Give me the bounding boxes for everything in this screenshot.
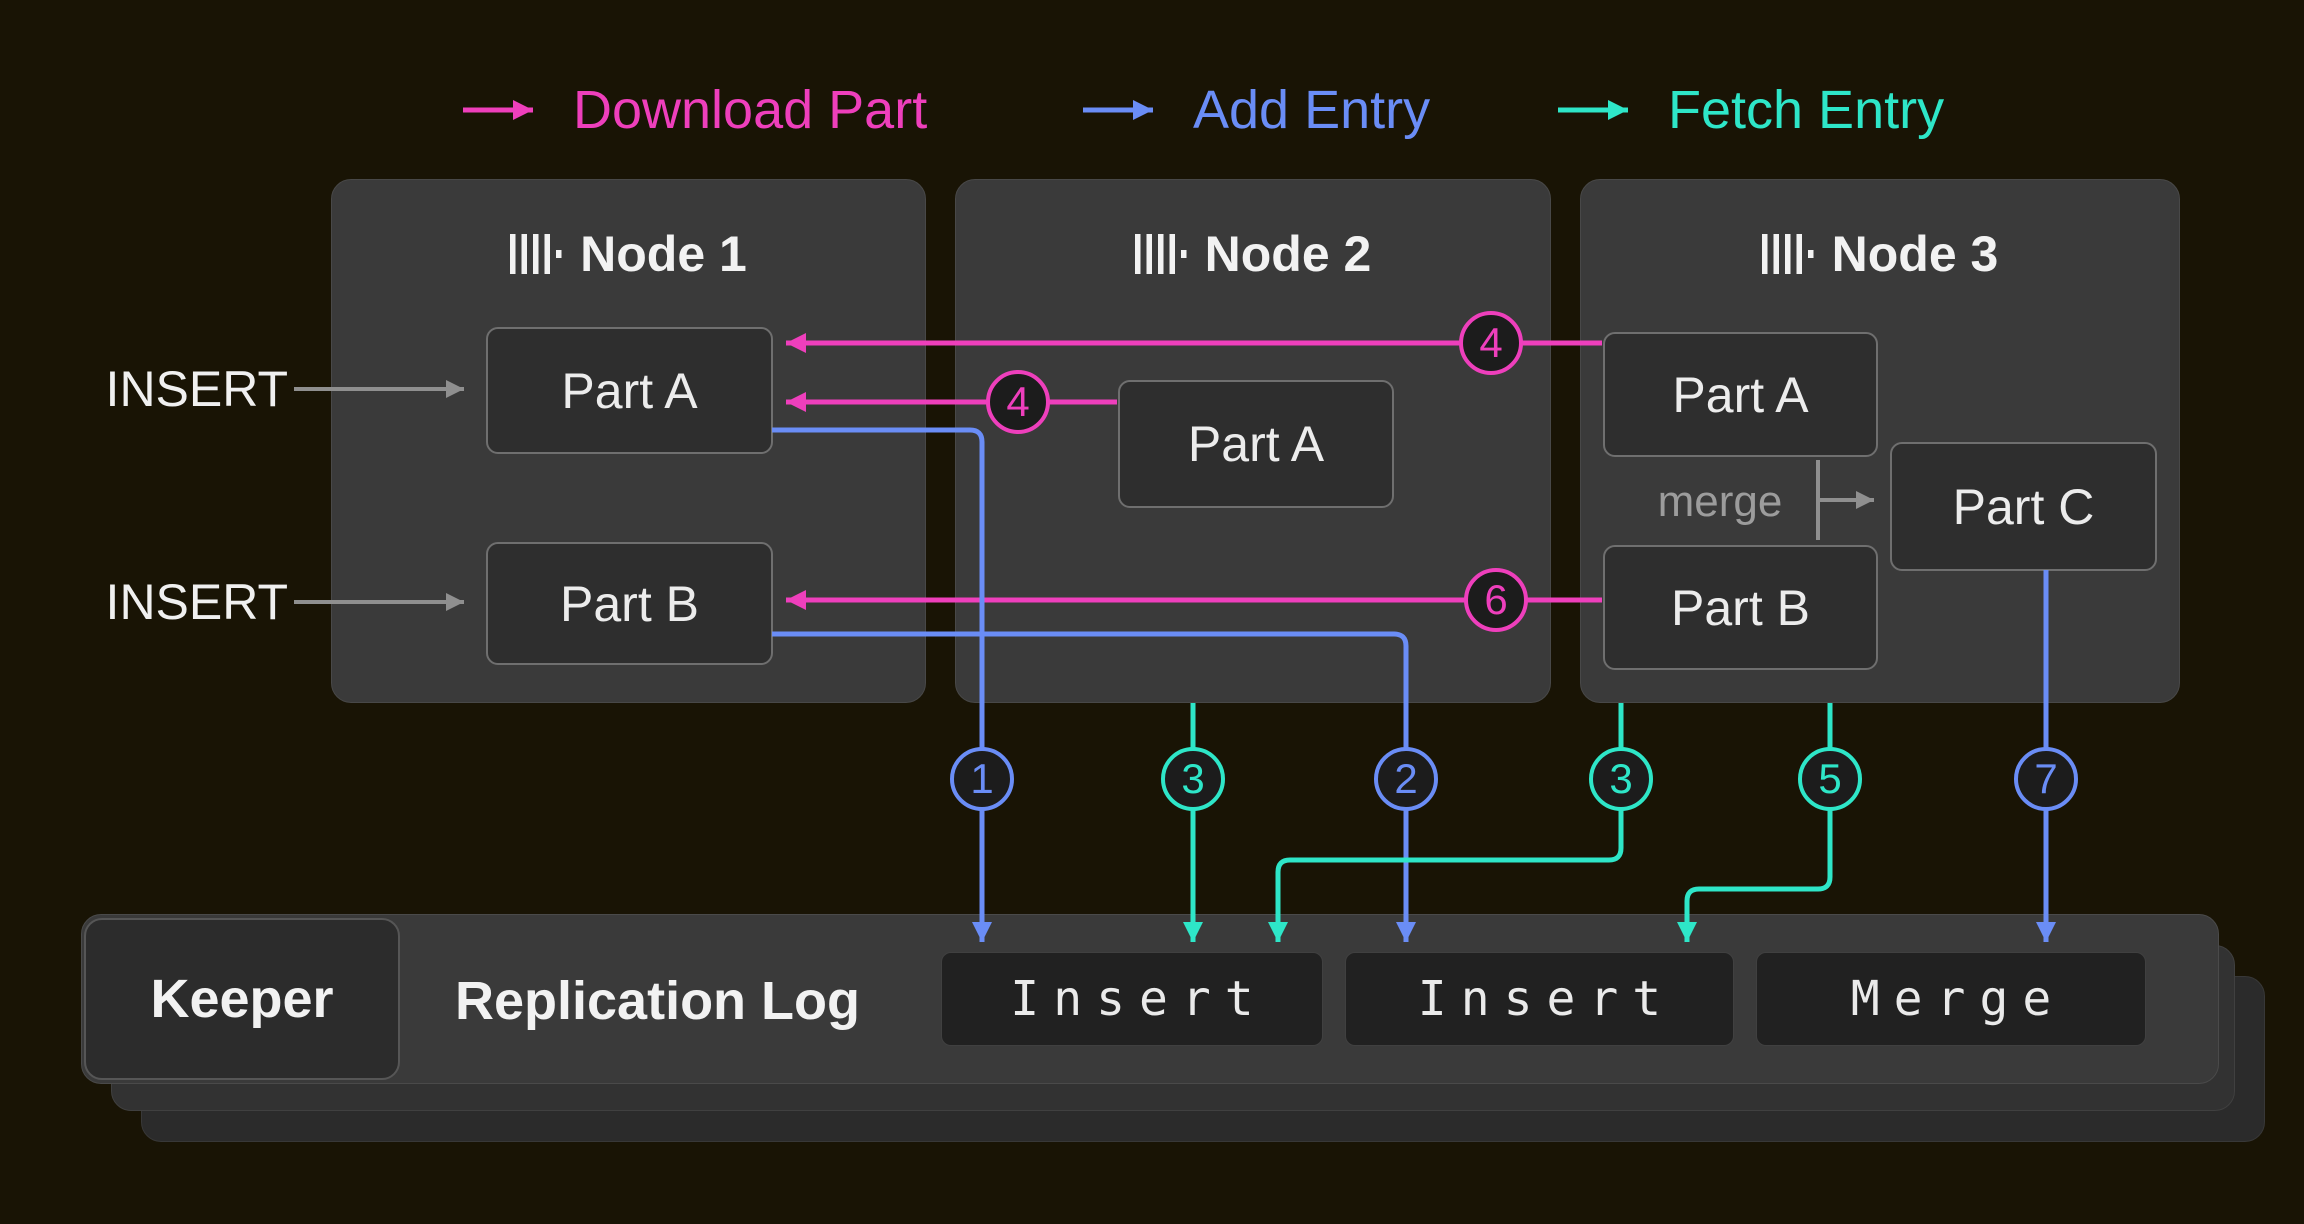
node-2-part-a: Part A — [1118, 380, 1394, 508]
step-badge-4-download-n3: 4 — [1459, 311, 1523, 375]
node-3-title-text: Node 3 — [1831, 226, 1999, 282]
node-3-title: Node 3 — [1581, 224, 2179, 284]
step-badge-3-fetch-n3: 3 — [1589, 747, 1653, 811]
node-3-part-b: Part B — [1603, 545, 1878, 670]
log-entry-merge: Merge — [1756, 952, 2146, 1046]
clickhouse-icon — [1761, 234, 1814, 274]
legend-download-part: Download Part — [573, 80, 928, 140]
node-1: Node 1 Part A Part B — [331, 179, 926, 703]
node-1-title: Node 1 — [332, 224, 925, 284]
fetch-entry-arrow-n3 — [1268, 703, 1624, 942]
node-2-title-text: Node 2 — [1204, 226, 1372, 282]
keeper-box: Keeper — [84, 918, 400, 1080]
legend-add-entry: Add Entry — [1193, 80, 1431, 140]
log-entry-insert-1: Insert — [941, 952, 1323, 1046]
node-3-part-c: Part C — [1890, 442, 2157, 571]
node-3-part-a: Part A — [1603, 332, 1878, 457]
legend-fetch-entry: Fetch Entry — [1668, 80, 1945, 140]
step-badge-7-add-merge: 7 — [2014, 747, 2078, 811]
log-entry-insert-2: Insert — [1345, 952, 1734, 1046]
step-badge-5-fetch: 5 — [1798, 747, 1862, 811]
replication-log-title: Replication Log — [455, 971, 860, 1031]
step-badge-2-add-entry: 2 — [1374, 747, 1438, 811]
node-1-part-a: Part A — [486, 327, 773, 454]
fetch-entry-arrow-5 — [1677, 703, 1833, 942]
insert-label-part-b: INSERT — [105, 574, 288, 630]
merge-label: merge — [1657, 477, 1783, 526]
node-3: Node 3 Part A Part B Part C merge — [1580, 179, 2180, 703]
insert-label-part-a: INSERT — [105, 361, 288, 417]
step-badge-6-download-partb: 6 — [1464, 568, 1528, 632]
step-badge-1-add-entry: 1 — [950, 747, 1014, 811]
node-1-title-text: Node 1 — [580, 226, 747, 282]
clickhouse-icon — [1134, 234, 1187, 274]
node-2: Node 2 Part A — [955, 179, 1551, 703]
node-1-part-b: Part B — [486, 542, 773, 665]
clickhouse-icon — [510, 234, 562, 274]
step-badge-4-download-n2: 4 — [986, 370, 1050, 434]
node-2-title: Node 2 — [956, 224, 1550, 284]
step-badge-3-fetch-n2: 3 — [1161, 747, 1225, 811]
